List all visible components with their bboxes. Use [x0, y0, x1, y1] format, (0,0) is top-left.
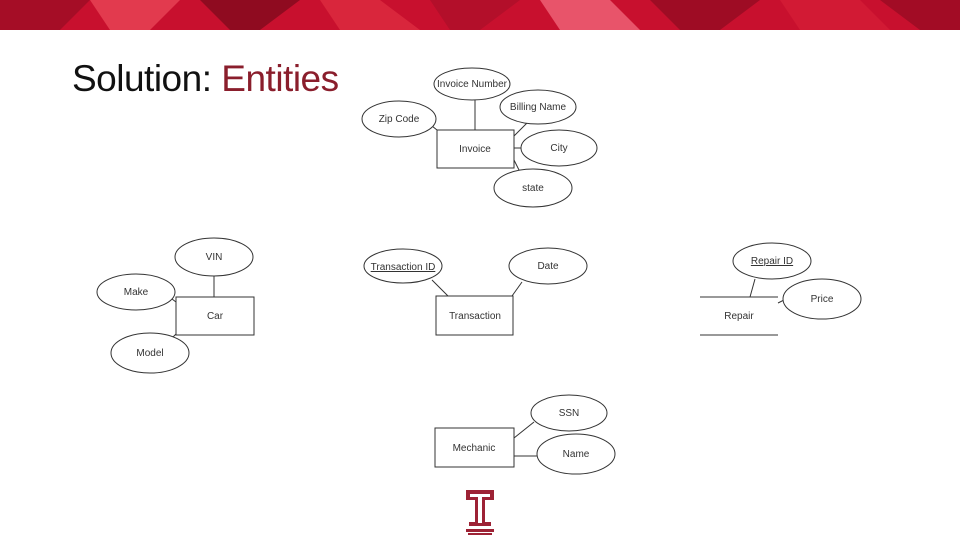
entity-repair: Repair: [724, 311, 754, 322]
title-prefix: Solution:: [72, 58, 212, 99]
svg-text:Billing Name: Billing Name: [510, 102, 567, 113]
svg-text:Make: Make: [124, 287, 149, 298]
svg-text:Price: Price: [811, 294, 834, 305]
attribute-name: Name: [536, 433, 616, 475]
attribute-repair-id: Repair ID: [732, 242, 812, 280]
attribute-state: state: [493, 168, 573, 208]
attribute-make: Make: [96, 273, 176, 311]
svg-text:Transaction: Transaction: [449, 311, 501, 322]
svg-text:state: state: [522, 183, 544, 194]
title-accent: Entities: [221, 58, 339, 99]
svg-text:VIN: VIN: [206, 252, 223, 263]
attribute-city: City: [520, 129, 598, 167]
svg-text:Repair: Repair: [724, 311, 754, 322]
attribute-ssn: SSN: [530, 394, 608, 432]
svg-text:SSN: SSN: [559, 408, 580, 419]
temple-university-logo: [466, 490, 494, 535]
attribute-price: Price: [782, 278, 862, 320]
svg-text:Invoice Number: Invoice Number: [437, 79, 508, 90]
svg-text:Name: Name: [563, 449, 590, 460]
entity-car: Car: [175, 296, 255, 336]
svg-text:Transaction ID: Transaction ID: [371, 262, 436, 273]
attribute-model: Model: [110, 332, 190, 374]
entity-invoice: Invoice: [436, 129, 515, 169]
page-title: Solution: Entities: [72, 58, 339, 100]
svg-text:Model: Model: [136, 348, 163, 359]
svg-text:City: City: [550, 143, 567, 154]
svg-text:Mechanic: Mechanic: [453, 443, 496, 454]
attribute-billing-name: Billing Name: [499, 89, 577, 125]
header-banner: [0, 0, 960, 30]
svg-text:Car: Car: [207, 311, 224, 322]
entity-transaction: Transaction: [435, 295, 514, 336]
attribute-date: Date: [508, 247, 588, 285]
attribute-zip-code: Zip Code: [361, 100, 437, 138]
attribute-vin: VIN: [174, 237, 254, 277]
entity-mechanic: Mechanic: [434, 427, 515, 468]
svg-text:Repair ID: Repair ID: [751, 256, 793, 267]
svg-text:Zip Code: Zip Code: [379, 114, 420, 125]
svg-text:Invoice: Invoice: [459, 144, 491, 155]
attribute-transaction-id: Transaction ID: [363, 248, 443, 284]
svg-text:Date: Date: [537, 261, 559, 272]
attribute-invoice-number: Invoice Number: [433, 67, 511, 101]
